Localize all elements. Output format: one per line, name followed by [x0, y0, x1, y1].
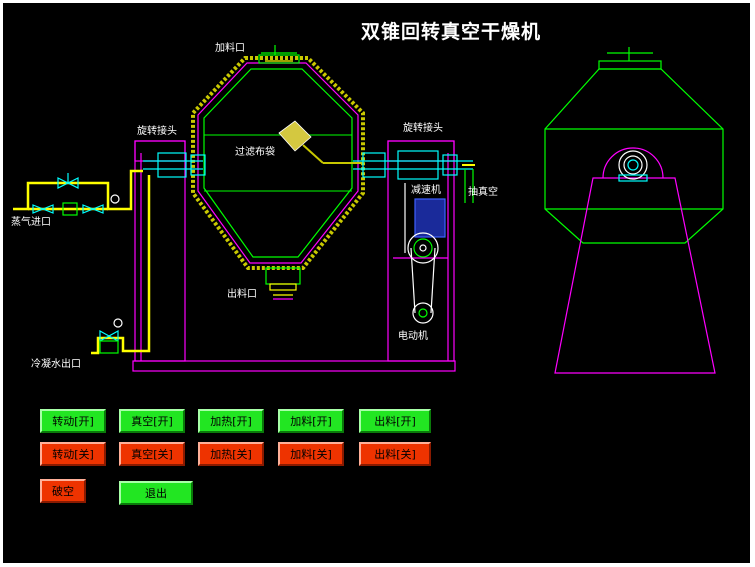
filter-bag-label: 过滤布袋 — [235, 147, 275, 158]
vacuum-pump-label: 抽真空 — [468, 187, 498, 198]
steam-valves — [32, 173, 123, 354]
feed-inlet-port — [258, 45, 300, 64]
condensate-outlet-label: 冷凝水出口 — [31, 359, 81, 370]
steam-inlet-label: 蒸气进口 — [11, 217, 51, 228]
vacuum-off-button[interactable]: 真空[关] — [119, 442, 185, 466]
feed-off-button[interactable]: 加料[关] — [278, 442, 344, 466]
motor-label: 电动机 — [398, 331, 428, 342]
rotary-joint-left-label: 旋转接头 — [137, 126, 177, 137]
discharge-on-button[interactable]: 出料[开] — [359, 409, 431, 433]
vacuum-line — [464, 169, 474, 203]
dryer-schematic — [13, 45, 724, 374]
filter-bag — [278, 120, 363, 164]
scada-panel: 双锥回转真空干燥机 加料口 旋转接头 旋转接头 过滤布袋 减速机 抽真空 蒸气进… — [3, 3, 750, 563]
break-vacuum-button[interactable]: 破空 — [40, 479, 86, 503]
side-view — [544, 47, 724, 374]
heat-off-button[interactable]: 加热[关] — [198, 442, 264, 466]
feed-on-button[interactable]: 加料[开] — [278, 409, 344, 433]
rotate-off-button[interactable]: 转动[关] — [40, 442, 106, 466]
discharge-port — [265, 267, 301, 300]
support-frame — [132, 140, 456, 372]
vessel-jacket — [191, 56, 365, 270]
steam-piping — [13, 169, 151, 355]
exit-button[interactable]: 退出 — [119, 481, 193, 505]
feed-inlet-label: 加料口 — [215, 43, 245, 54]
discharge-off-button[interactable]: 出料[关] — [359, 442, 431, 466]
reducer-label: 减速机 — [411, 185, 441, 196]
vacuum-on-button[interactable]: 真空[开] — [119, 409, 185, 433]
rotate-on-button[interactable]: 转动[开] — [40, 409, 106, 433]
rotating-shaft — [143, 150, 475, 180]
page-title: 双锥回转真空干燥机 — [361, 21, 542, 43]
heat-on-button[interactable]: 加热[开] — [198, 409, 264, 433]
drive-assembly — [404, 183, 446, 324]
rotary-joint-right-label: 旋转接头 — [403, 123, 443, 134]
discharge-outlet-label: 出料口 — [227, 289, 257, 300]
